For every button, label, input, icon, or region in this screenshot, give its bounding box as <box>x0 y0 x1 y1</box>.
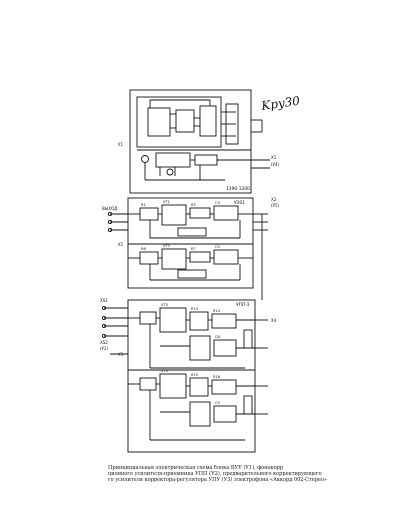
label-c8: C8 <box>215 335 221 339</box>
caption-line-2: ционного усилителя-приемника УПП (У2), п… <box>108 471 322 478</box>
label-r16: R16 <box>213 375 221 379</box>
label-r5: R5 <box>191 203 196 207</box>
label-r1: R1 <box>141 203 146 207</box>
label-r13: R13 <box>191 307 198 311</box>
handwritten-title: Kpy30 <box>259 94 301 113</box>
label-r7: R7 <box>191 247 196 251</box>
label-c5: C5 <box>215 245 220 249</box>
label-vt1: VT1 <box>163 200 170 204</box>
label-xs1: XS1 <box>100 298 108 303</box>
caption-line-3: го усилителя корректора-регулятора УПУ (… <box>108 477 327 484</box>
label-vt3: VT3 <box>161 303 168 307</box>
label-p4: (У4) <box>271 162 280 167</box>
block3-label: УПП-2 <box>236 302 250 308</box>
label-xs2: XS2 <box>100 340 108 345</box>
figure-caption: Принципиальная электрическая схема блока… <box>108 465 338 484</box>
label-y3: У3 <box>118 352 123 357</box>
preamp-block-frame <box>127 197 254 289</box>
block1-label: 1390-1300 <box>226 186 250 192</box>
label-y2: У2 <box>118 242 123 247</box>
amplifier-block-frame <box>127 299 256 453</box>
label-c3: C3 <box>215 201 220 205</box>
label-p9: (У2) <box>100 346 109 351</box>
amplifier-block <box>101 299 268 453</box>
label-r14: R14 <box>213 309 221 313</box>
power-block-frame <box>129 89 252 194</box>
label-r15: R15 <box>191 373 198 377</box>
label-c9: C9 <box>215 401 221 405</box>
label-vt2: VT2 <box>163 244 170 248</box>
caption-line-1: Принципиальная электрическая схема блока… <box>108 465 284 471</box>
preamp-block <box>107 197 268 300</box>
label-x4: X4 <box>271 318 277 323</box>
block2-label: УЗ01 <box>234 200 245 206</box>
label-x2: X2 <box>271 197 277 202</box>
label-y1: У1 <box>118 142 123 147</box>
label-p5: (У5) <box>271 203 280 208</box>
label-vt4: VT4 <box>161 369 169 373</box>
power-block <box>129 89 270 194</box>
label-x1: X1 <box>271 155 277 160</box>
label-input-top: ВЫХОД <box>102 206 117 211</box>
label-r6: R6 <box>141 247 146 251</box>
power-subframe <box>136 96 222 148</box>
